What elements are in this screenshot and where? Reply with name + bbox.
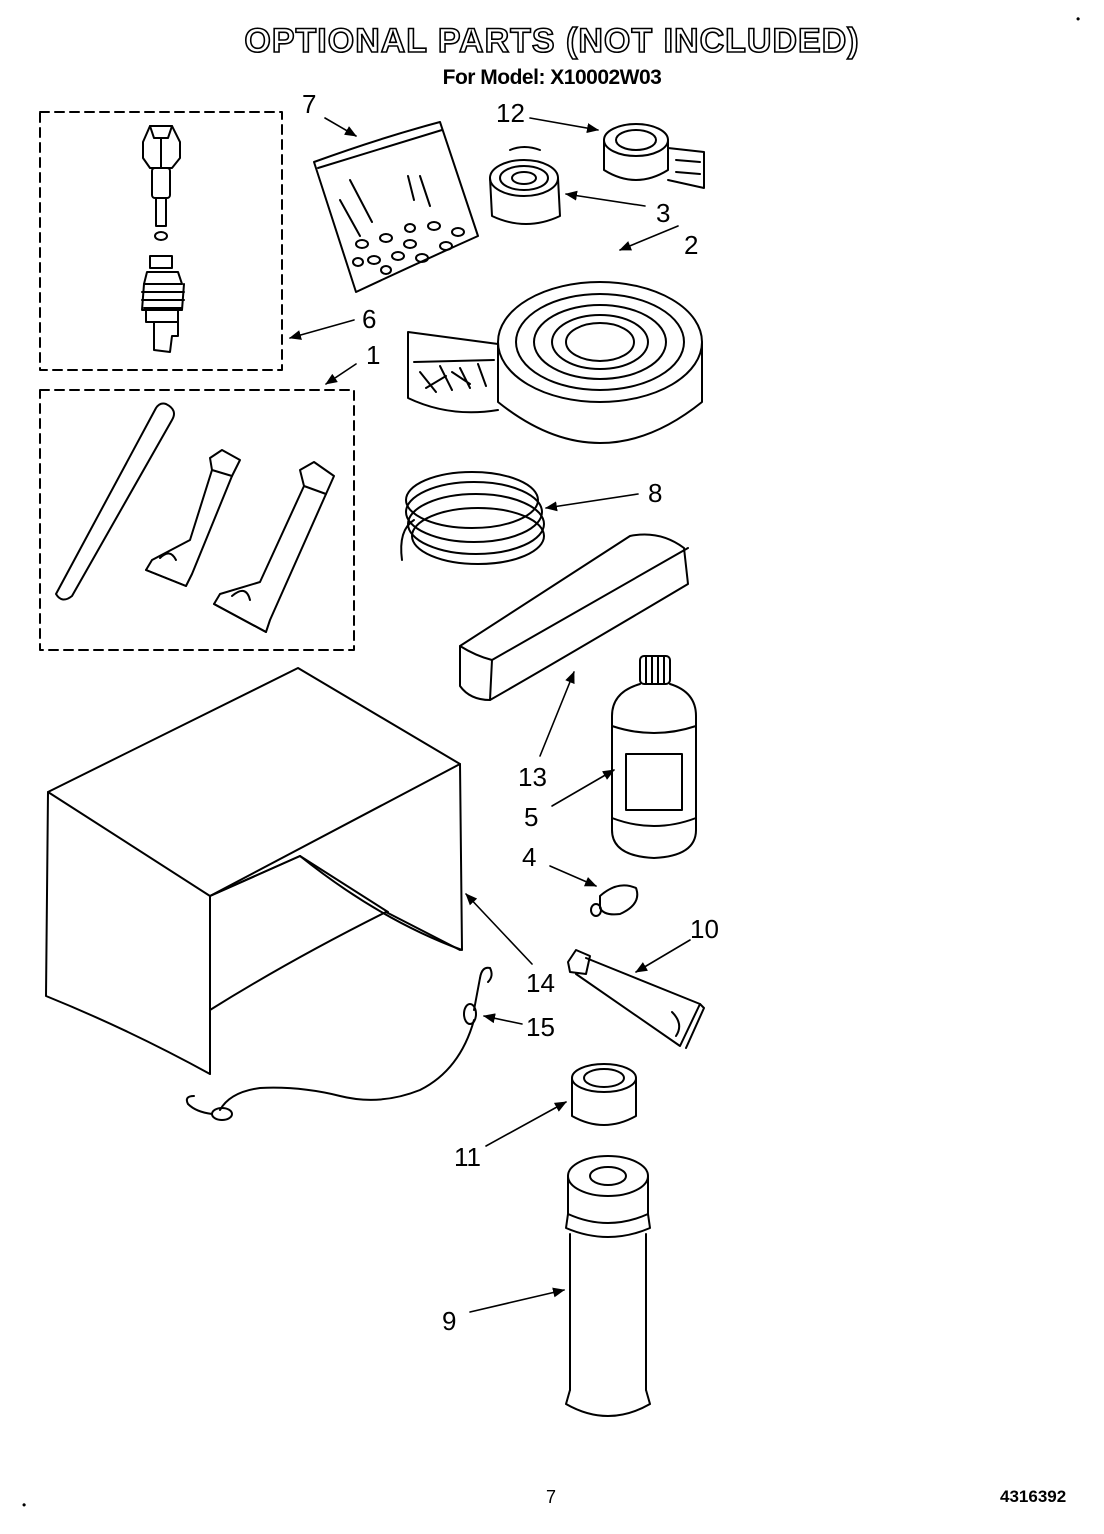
- callout-6: 6: [362, 304, 376, 334]
- part-12-tape-roll: [603, 123, 705, 189]
- callout-8: 8: [648, 478, 662, 508]
- model-subtitle: For Model: X10002W03: [442, 66, 662, 89]
- corner-mark-top-right: •: [1076, 12, 1081, 26]
- part-11-roll: [571, 1063, 637, 1126]
- part-3-tape-roll: [489, 146, 561, 225]
- document-number: 4316392: [1000, 1487, 1067, 1506]
- part-7-fitting-bag: [313, 121, 479, 293]
- part-1-tube-kit: [39, 389, 355, 651]
- part-15-cord: [185, 966, 493, 1121]
- part-13-foam-block: [459, 533, 689, 701]
- part-9-tube: [565, 1155, 651, 1417]
- callout-9: 9: [442, 1306, 456, 1336]
- part-6-valve-kit: [39, 111, 283, 371]
- part-14-cover: [45, 667, 463, 1075]
- callout-2: 2: [684, 230, 698, 260]
- callout-11: 11: [454, 1142, 481, 1172]
- callout-4: 4: [522, 842, 536, 872]
- part-5-bottle: [611, 655, 697, 859]
- part-8-wire-coil: [400, 471, 545, 565]
- callout-13: 13: [518, 762, 547, 792]
- part-10-tube: [567, 949, 705, 1049]
- leader-arrows: [289, 117, 691, 1313]
- callout-7: 7: [302, 89, 316, 119]
- callout-5: 5: [524, 802, 538, 832]
- callout-15: 15: [526, 1012, 555, 1042]
- page-number: 7: [546, 1487, 557, 1507]
- page-title: OPTIONAL PARTS (NOT INCLUDED): [244, 21, 860, 61]
- callout-12: 12: [496, 98, 525, 128]
- callout-14: 14: [526, 968, 555, 998]
- callout-3: 3: [656, 198, 670, 228]
- corner-mark-bottom-left: •: [22, 1498, 27, 1512]
- callout-10: 10: [690, 914, 719, 944]
- callout-1: 1: [366, 340, 380, 370]
- part-2-insulation-roll: [407, 281, 703, 444]
- part-4-bulb: [590, 884, 639, 917]
